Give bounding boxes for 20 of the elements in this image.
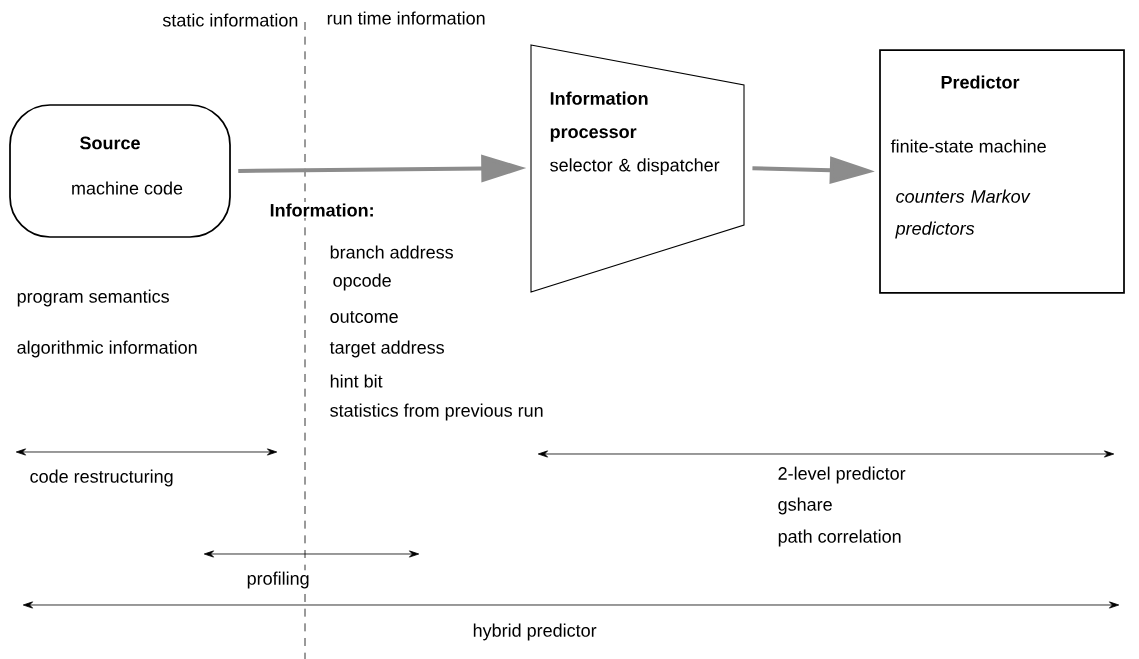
label-text: 2-level predictor xyxy=(776,465,907,485)
label-text: run time information xyxy=(325,10,487,26)
label-text: path correlation xyxy=(776,528,903,548)
label-text: opcode xyxy=(331,272,393,292)
label-text: hybrid predictor xyxy=(471,622,598,642)
label-text: outcome xyxy=(328,309,400,325)
rounded-box: Source machine code xyxy=(9,104,231,238)
label-text: gshare xyxy=(776,496,834,516)
predictor-box: Predictor finite-state machine counters Markov predictors xyxy=(879,49,1125,294)
label-text: branch address xyxy=(328,244,455,260)
label-text: profiling xyxy=(245,570,311,590)
label-text: algorithmic information xyxy=(15,339,199,359)
label-text: static information xyxy=(161,12,300,28)
label-text: statistics from previous run xyxy=(328,402,545,422)
label-text: Information: xyxy=(268,202,376,218)
label-text: target address xyxy=(328,339,446,359)
label-text: hint bit xyxy=(328,373,384,389)
trapezoid-box: Information processor selector & dispatcher xyxy=(530,44,745,293)
label-text: program semantics xyxy=(15,288,171,308)
label-text: code restructuring xyxy=(28,468,175,488)
